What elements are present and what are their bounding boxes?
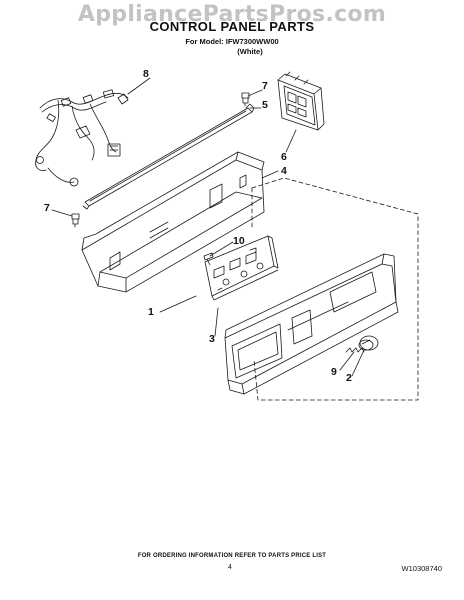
callout-6: 6	[281, 151, 287, 163]
screw-left-part	[71, 213, 80, 228]
watermark: AppliancePartsPros.com	[77, 2, 387, 27]
screw-upper-part	[241, 92, 250, 107]
callout-4: 4	[281, 165, 287, 177]
callout-7-left: 7	[44, 202, 50, 214]
callout-1: 1	[148, 306, 154, 318]
color-line: (White)	[237, 47, 263, 56]
callout-7-upper: 7	[262, 80, 268, 92]
console-frame-part	[81, 151, 265, 293]
selector-knob-part	[358, 335, 379, 351]
rail-part	[82, 103, 255, 210]
control-board-part	[204, 235, 279, 301]
page-number: 4	[228, 564, 232, 571]
model-line: For Model: IFW7300WW00	[185, 37, 279, 46]
screw-board-part	[203, 252, 214, 266]
leader-lines	[51, 77, 365, 377]
ordering-note: FOR ORDERING INFORMATION REFER TO PARTS …	[137, 553, 327, 559]
spring-part	[345, 347, 365, 353]
document-number: W10308740	[401, 564, 442, 573]
front-panel-part	[224, 253, 399, 395]
module-box-part	[277, 71, 325, 131]
wire-harness-part	[35, 89, 129, 187]
callout-9: 9	[331, 366, 337, 378]
callout-8: 8	[143, 68, 149, 80]
callout-3: 3	[209, 333, 215, 345]
callout-10: 10	[233, 235, 245, 247]
callout-2: 2	[346, 372, 352, 384]
assembly-boundary	[251, 177, 419, 401]
page-title: CONTROL PANEL PARTS	[149, 19, 315, 34]
callout-5: 5	[262, 99, 268, 111]
